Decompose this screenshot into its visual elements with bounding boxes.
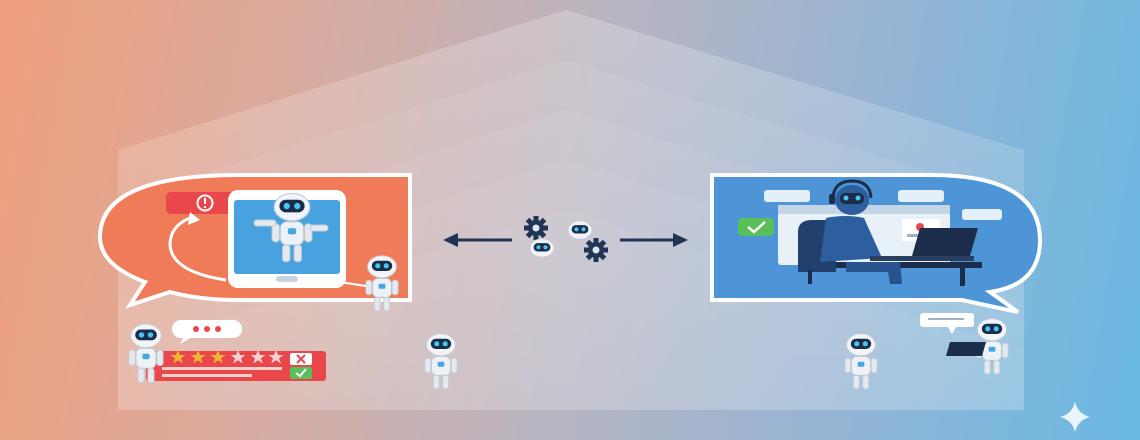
alert-icon <box>166 192 242 214</box>
chat-bubble-icon <box>920 313 974 334</box>
pointer-line <box>339 281 367 287</box>
sparkle-icon <box>1060 402 1090 432</box>
refresh-arrow-icon <box>168 212 227 282</box>
bidirectional-arrow-icon <box>443 233 688 247</box>
laptop-icon <box>870 228 978 261</box>
chat-bubble-icon <box>172 320 242 344</box>
laptop-icon <box>946 342 986 356</box>
headset-agent-icon <box>798 179 982 286</box>
gears-icon <box>524 216 608 262</box>
checkmark-icon <box>290 367 312 379</box>
chat-bubble-icon <box>764 190 1002 220</box>
checkmark-icon <box>738 218 774 236</box>
close-icon <box>290 353 312 365</box>
rating-card <box>146 350 326 381</box>
